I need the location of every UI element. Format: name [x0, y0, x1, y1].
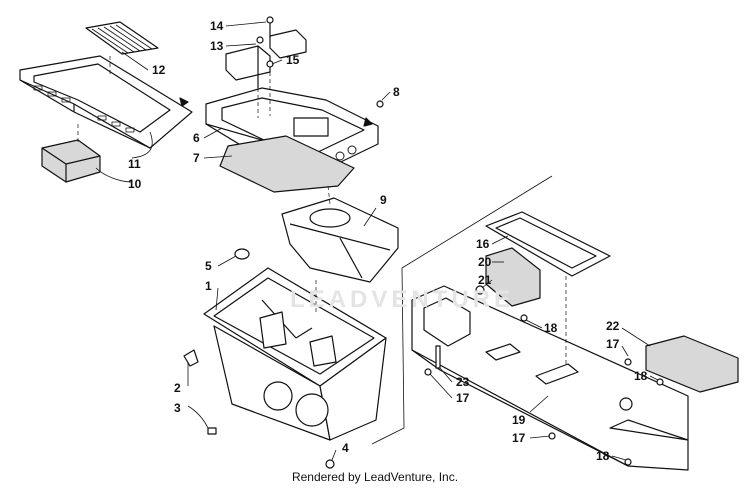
callout-7: 7 — [193, 151, 200, 165]
callout-21: 21 — [478, 273, 492, 287]
part-right-hardware — [424, 314, 664, 466]
callout-18b: 18 — [634, 369, 648, 383]
callout-10: 10 — [128, 177, 142, 191]
callout-4: 4 — [342, 441, 349, 455]
part-foam-pad — [41, 139, 101, 183]
callout-6: 6 — [193, 131, 200, 145]
callout-15: 15 — [286, 53, 300, 67]
callout-12: 12 — [152, 63, 166, 77]
callout-3: 3 — [174, 401, 181, 415]
part-duct-frame — [485, 211, 611, 277]
part-rear-foam — [645, 335, 739, 393]
part-upper-housing — [281, 197, 399, 283]
callout-16: 16 — [476, 237, 490, 251]
part-airbox — [203, 267, 387, 441]
callout-13: 13 — [210, 39, 224, 53]
part-duct-foam — [475, 247, 541, 307]
assembly-bracket — [371, 175, 553, 445]
part-tray — [205, 87, 384, 173]
callout-17b: 17 — [456, 391, 470, 405]
callout-17c: 17 — [512, 431, 526, 445]
callout-14: 14 — [210, 19, 224, 33]
callout-18c: 18 — [596, 449, 610, 463]
callout-2: 2 — [174, 381, 181, 395]
footer-credit: Rendered by LeadVenture, Inc. — [291, 470, 459, 484]
callout-8: 8 — [393, 85, 400, 99]
callout-9: 9 — [380, 193, 387, 207]
callout-11: 11 — [128, 157, 141, 171]
leader-lines — [95, 21, 659, 461]
watermark: LEADVENTURE — [290, 286, 515, 313]
callout-23: 23 — [456, 375, 470, 389]
part-decal — [85, 21, 159, 55]
part-tray-foam — [219, 135, 355, 193]
part-side-duct — [411, 285, 689, 471]
callout-5: 5 — [205, 259, 212, 273]
callout-19: 19 — [512, 413, 526, 427]
callout-20: 20 — [478, 255, 492, 269]
callout-22: 22 — [606, 319, 620, 333]
part-control-module — [225, 16, 307, 88]
callout-labels: 1 2 3 4 5 6 7 8 9 10 11 12 13 14 15 16 1… — [128, 19, 648, 463]
callout-18a: 18 — [544, 321, 558, 335]
part-lid — [19, 55, 193, 149]
assembly-guide-lines — [77, 56, 567, 366]
callout-17a: 17 — [606, 337, 620, 351]
callout-1: 1 — [205, 279, 212, 293]
